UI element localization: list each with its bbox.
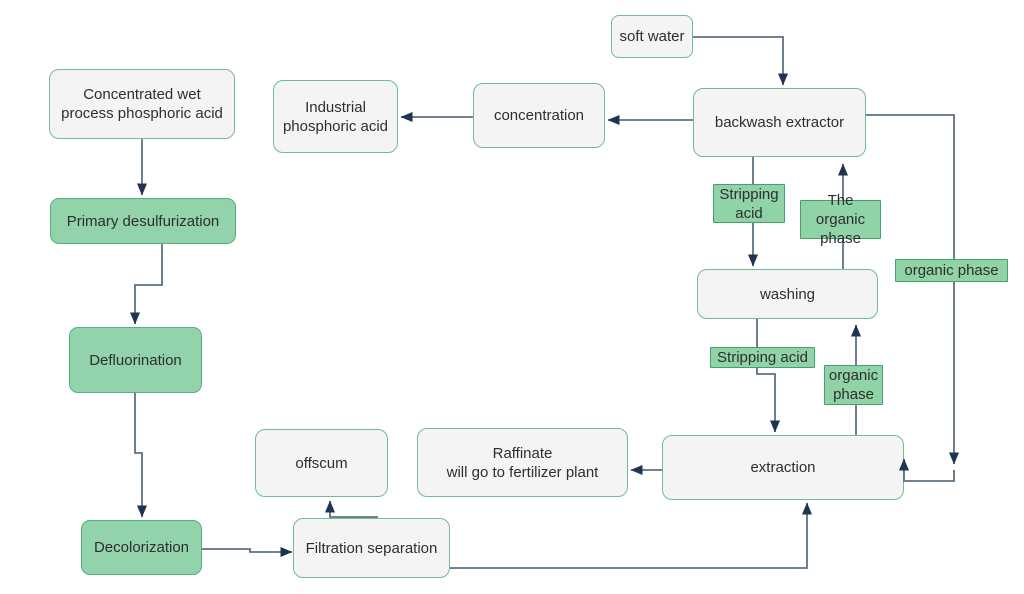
node-label: extraction	[750, 459, 816, 476]
node-concentration: concentration	[473, 83, 605, 148]
edge-filtration-to-extraction	[450, 502, 812, 569]
node-offscum: offscum	[255, 429, 388, 497]
node-filtration-separation: Filtration separation	[293, 518, 450, 578]
node-decolorization: Decolorization	[81, 520, 202, 575]
node-label: concentration	[493, 107, 585, 124]
edge-label-stripping-acid-upper: Stripping acid	[713, 184, 785, 223]
node-concentrated-wet-acid: Concentrated wet process phosphoric acid	[49, 69, 235, 139]
edge-label-text: The organic	[815, 192, 866, 228]
edge-filtration-to-offscum	[325, 500, 378, 518]
edge-label-organic-phase-right: organic phase	[895, 259, 1008, 282]
edge-label-text: phase	[820, 230, 861, 247]
node-label: soft water	[619, 28, 685, 45]
edge-defluorination-to-decolorization	[134, 393, 147, 518]
edge-washing-to-extraction-stripping	[756, 319, 780, 433]
edge-label-text: Stripping	[719, 185, 779, 203]
node-washing: washing	[697, 269, 878, 319]
node-label: process phosphoric acid	[61, 105, 223, 122]
edge-label-stripping-acid-lower: Stripping acid	[710, 347, 815, 368]
node-soft-water: soft water	[611, 15, 693, 58]
node-primary-desulfurization: Primary desulfurization	[50, 198, 236, 244]
node-label: Defluorination	[89, 351, 182, 369]
node-industrial-phosphoric-acid: Industrial phosphoric acid	[273, 80, 398, 153]
edge-label-text: phase	[833, 386, 874, 403]
edge-softwater-to-backwash	[693, 36, 788, 86]
node-label: Concentrated wet	[83, 86, 201, 103]
node-label: will go to fertilizer plant	[446, 463, 599, 481]
edge-label-text: organic phase	[904, 262, 999, 279]
edge-decolorization-to-filtration	[202, 547, 293, 557]
edge-backwash-organic-recycle-down	[866, 114, 959, 465]
node-label: Decolorization	[93, 539, 190, 556]
edge-primary-to-defluorination	[130, 244, 163, 325]
node-label: offscum	[295, 454, 348, 472]
node-defluorination: Defluorination	[69, 327, 202, 393]
node-extraction: extraction	[662, 435, 904, 500]
edge-label-text: acid	[735, 204, 763, 222]
edge-label-text: Stripping acid	[717, 349, 808, 366]
node-label: Raffinate	[492, 444, 553, 462]
edge-label-text: organic	[828, 367, 879, 384]
node-label: Filtration separation	[305, 539, 438, 557]
edge-label-organic-phase-mid: organic phase	[824, 365, 883, 405]
node-raffinate: Raffinate will go to fertilizer plant	[417, 428, 628, 497]
node-label: phosphoric acid	[282, 117, 389, 135]
edge-label-the-organic-phase: The organic phase	[800, 192, 881, 247]
node-label: washing	[759, 285, 816, 303]
edge-organic-recycle-into-extraction	[899, 458, 955, 482]
node-label: Industrial	[305, 98, 366, 116]
node-label: Primary desulfurization	[66, 212, 220, 230]
node-label: backwash extractor	[714, 114, 845, 131]
node-backwash-extractor: backwash extractor	[693, 88, 866, 157]
